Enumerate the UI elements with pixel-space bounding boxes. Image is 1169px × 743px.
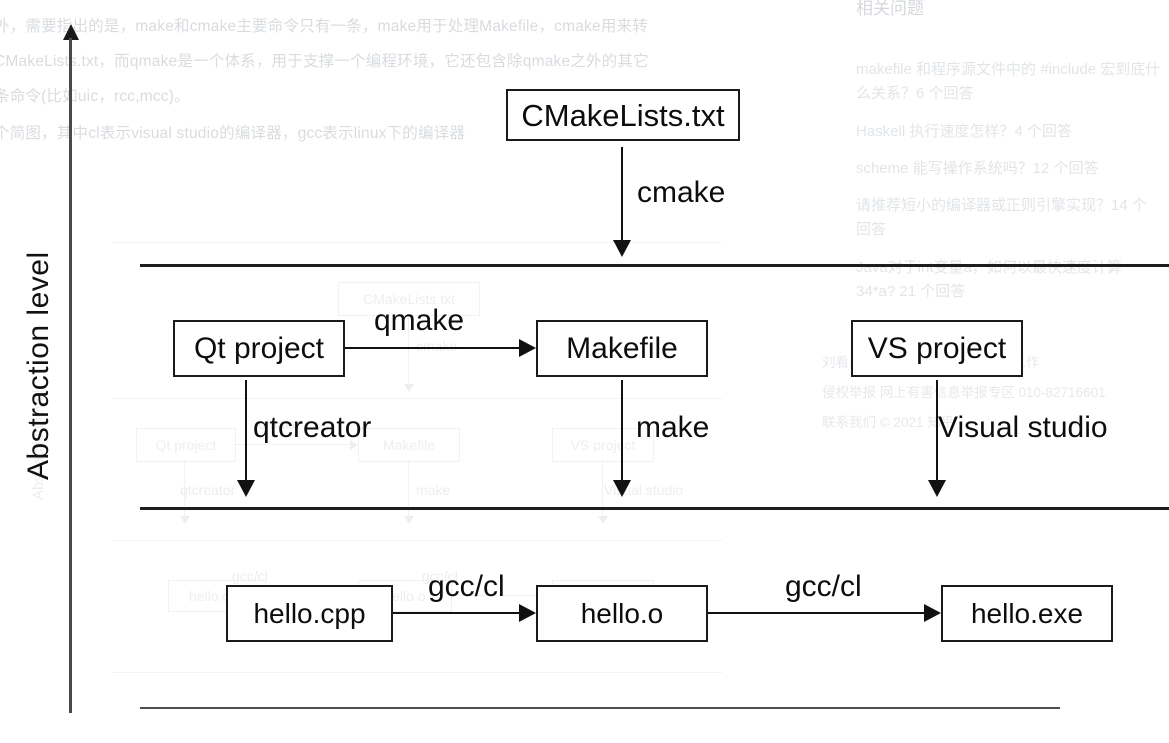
ghost-edge-qmake-arrowhead xyxy=(350,440,358,450)
ghost-box-qtproject-label: Qt project xyxy=(155,437,217,453)
box-makefile-label: Makefile xyxy=(566,331,678,365)
edge-make-arrowhead xyxy=(613,480,631,497)
ghost-edge-qtcreator-line xyxy=(184,460,185,518)
ghost-edge-qmake-line xyxy=(234,444,352,445)
ghost-separator-3 xyxy=(112,540,722,541)
box-hellocpp-label: hello.cpp xyxy=(253,597,366,629)
ghost-edge-gcccl2-label: gcc/cl xyxy=(422,568,458,584)
ghost-footer-line-2: 侵权举报 网上有害信息举报专区 010-82716601 xyxy=(822,385,1106,400)
ghost-box-vsproject-label: VS project xyxy=(570,437,636,453)
ghost-separator-1 xyxy=(112,242,722,243)
edge-make-line xyxy=(621,380,623,484)
ghost-sidebar-question-4: 请推荐短小的编译器或正则引擎实现？14 个回答 xyxy=(856,197,1147,238)
edge-qmake-arrowhead xyxy=(519,339,536,357)
ghost-separator-2 xyxy=(112,398,722,399)
level-separator-bottom xyxy=(140,707,1060,709)
edge-gcccl1-arrowhead xyxy=(519,604,536,622)
ghost-edge-make-label: make xyxy=(416,482,451,498)
edge-qmake-label: qmake xyxy=(374,304,465,337)
ghost-article-line-2: CMakeLists.txt，而qmake是一个体系，用于支撑一个编程环境，它还… xyxy=(0,53,649,70)
ghost-box-makefile: Makefile xyxy=(358,428,460,462)
ghost-edge-cmake-arrowhead xyxy=(404,384,414,392)
box-makefile[interactable]: Makefile xyxy=(536,320,708,377)
ghost-box-cmakelists-label: CMakeLists.txt xyxy=(363,291,455,307)
ghost-edge-make-line xyxy=(408,460,409,518)
ghost-edge-gcccl1-label: gcc/cl xyxy=(232,568,268,584)
ghost-sidebar-heading: 相关问题 xyxy=(856,0,924,18)
ghost-separator-4 xyxy=(112,672,722,673)
ghost-box-cmakelists: CMakeLists.txt xyxy=(338,282,480,316)
ghost-box-vsproject: VS project xyxy=(552,428,654,462)
ghost-sidebar-question-2: Haskell 执行速度怎样？4 个回答 xyxy=(856,123,1072,140)
edge-qtcreator-line xyxy=(245,380,247,484)
box-helloexe-label: hello.exe xyxy=(970,597,1084,629)
level-separator-top xyxy=(140,264,1169,267)
box-vsproject[interactable]: VS project xyxy=(851,320,1023,377)
edge-gcccl2-arrowhead xyxy=(924,604,941,622)
box-qtproject-label: Qt project xyxy=(193,331,325,365)
ghost-edge-cmake-line xyxy=(408,314,409,384)
ghost-edge-visualstudio-line xyxy=(602,460,603,518)
edge-gcccl1-label: gcc/cl xyxy=(428,570,505,603)
edge-gcccl2-line xyxy=(708,612,931,614)
box-helloo[interactable]: hello.o xyxy=(536,585,708,642)
ghost-box-makefile-label: Makefile xyxy=(382,437,436,453)
ghost-sidebar-question-3: scheme 能写操作系统吗？12 个回答 xyxy=(856,160,1099,177)
ghost-article-line-3: 条命令(比如uic，rcc,mcc)。 xyxy=(0,88,190,105)
ghost-edge-qmake-label: qmake xyxy=(258,416,301,432)
box-cmakelists-label: CMakeLists.txt xyxy=(521,97,725,133)
ghost-edge-visualstudio-arrowhead xyxy=(598,516,608,524)
abstraction-axis-arrowhead xyxy=(63,24,79,40)
box-helloo-label: hello.o xyxy=(580,597,664,629)
level-separator-middle xyxy=(140,507,1169,510)
ghost-article-line-1: 外，需要指出的是，make和cmake主要命令只有一条，make用于处理Make… xyxy=(0,18,648,35)
edge-cmake-label: cmake xyxy=(637,176,726,209)
ghost-edge-make-arrowhead xyxy=(404,516,414,524)
box-qtproject[interactable]: Qt project xyxy=(173,320,345,377)
ghost-edge-cmake-label: cmake xyxy=(416,338,458,354)
edge-gcccl1-line xyxy=(393,612,526,614)
abstraction-axis-line xyxy=(69,38,72,713)
edge-make-label: make xyxy=(636,411,710,444)
edge-visualstudio-line xyxy=(936,380,938,484)
edge-visualstudio-arrowhead xyxy=(928,480,946,497)
ghost-box-helloo-label: hello.o xyxy=(384,588,426,604)
ghost-box-qtproject: Qt project xyxy=(136,428,236,462)
ghost-edge-qtcreator-label: qtcreator xyxy=(180,482,236,498)
edge-cmake-line xyxy=(621,147,623,244)
box-hellocpp[interactable]: hello.cpp xyxy=(226,585,393,642)
box-vsproject-label: VS project xyxy=(867,331,1007,365)
box-cmakelists[interactable]: CMakeLists.txt xyxy=(506,89,740,141)
edge-qtcreator-arrowhead xyxy=(237,480,255,497)
edge-qmake-line xyxy=(345,347,526,349)
box-helloexe[interactable]: hello.exe xyxy=(941,585,1113,642)
edge-visualstudio-label: Visual studio xyxy=(938,411,1108,444)
edge-qtcreator-label: qtcreator xyxy=(253,411,372,444)
ghost-edge-gcccl2-line xyxy=(450,595,544,596)
abstraction-axis-label: Abstraction level xyxy=(22,251,55,480)
edge-cmake-arrowhead xyxy=(613,240,631,257)
ghost-edge-qtcreator-arrowhead xyxy=(180,516,190,524)
edge-gcccl2-label: gcc/cl xyxy=(785,570,862,603)
ghost-sidebar-question-1: makefile 和程序源文件中的 #include 宏到底什么关系？6 个回答 xyxy=(856,61,1161,102)
